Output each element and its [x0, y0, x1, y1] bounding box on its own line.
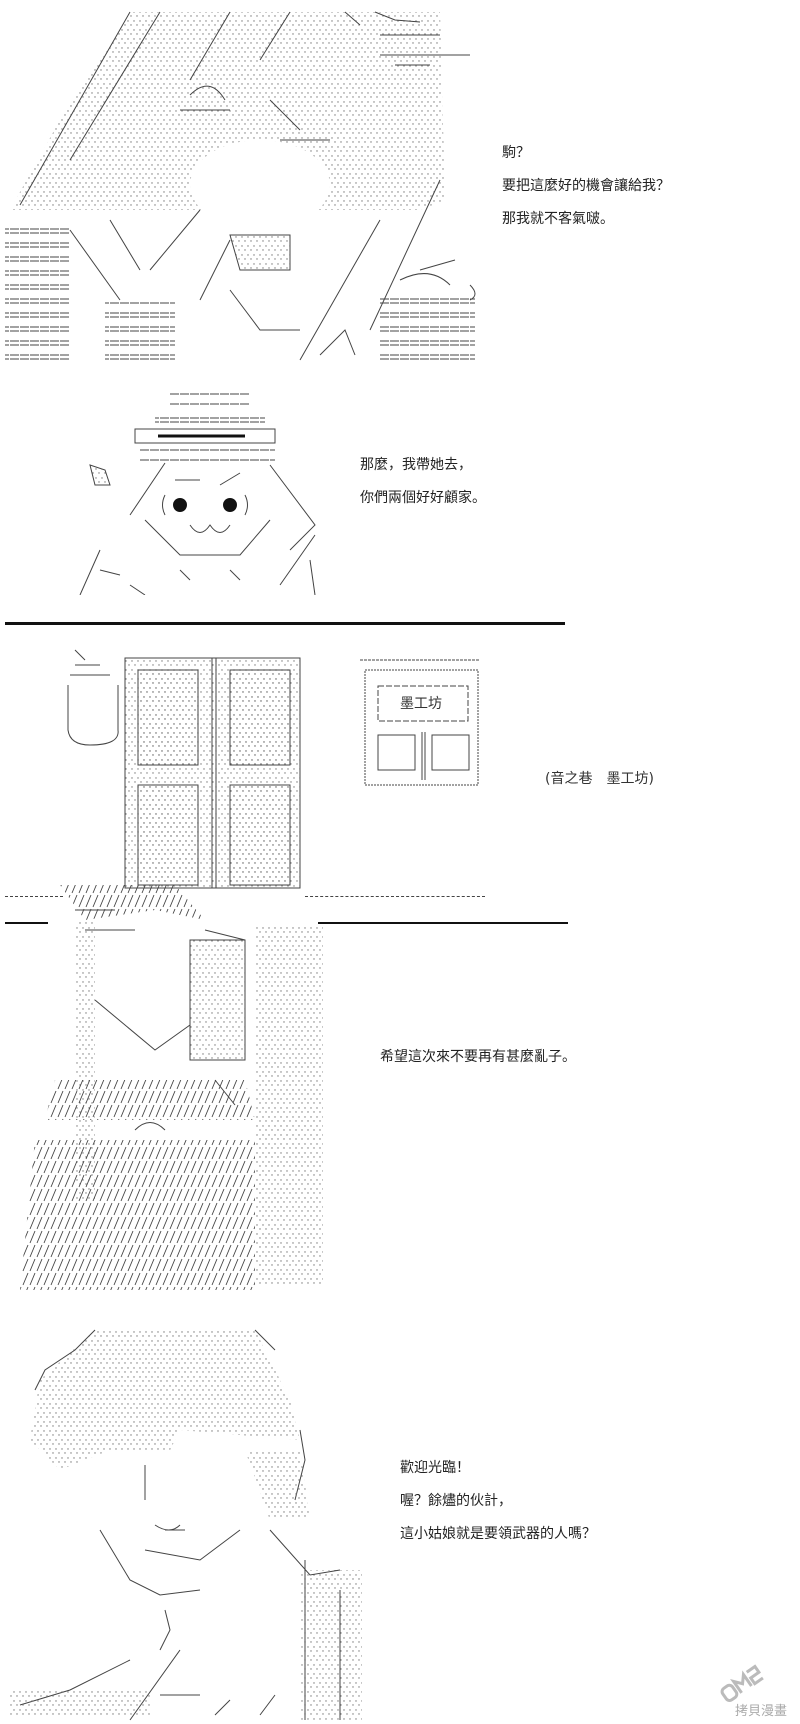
dialogue-line: 你們兩個好好顧家。: [360, 490, 486, 506]
ascii-art-panel-5-girl: [10, 1329, 362, 1721]
location-caption: (音之巷 墨工坊): [545, 771, 654, 787]
ascii-art-panel-4-figure: [20, 885, 323, 1290]
panel-divider-left: [5, 922, 48, 924]
shop-sign-text: 墨工坊: [400, 696, 442, 712]
panel-divider-thin-right: [305, 896, 485, 897]
panel-divider: [5, 622, 565, 625]
panel-divider-right: [318, 922, 568, 924]
watermark-logo: [720, 1664, 764, 1703]
dialogue-line: 這小姑娘就是要領武器的人嗎？: [400, 1526, 596, 1542]
ascii-art-panel-3-shop: [67, 649, 480, 889]
dialogue-line: 那麼，我帶她去，: [360, 457, 472, 473]
dialogue-line: 歡迎光臨！: [400, 1460, 470, 1476]
dialogue-line: 希望這次來不要再有甚麼亂子。: [380, 1049, 576, 1065]
watermark-text: 拷貝漫畫: [735, 1704, 788, 1719]
dialogue-panel-1: 駒？ 要把這麼好的機會讓給我？ 那我就不客氣啵。: [502, 146, 670, 245]
ascii-art-panel-1: [5, 11, 476, 361]
dialogue-line: 要把這麼好的機會讓給我？: [502, 178, 670, 194]
dialogue-panel-5: 歡迎光臨！ 喔？餘燼的伙計， 這小姑娘就是要領武器的人嗎？: [400, 1461, 596, 1560]
dialogue-line: 駒？: [502, 145, 530, 161]
ascii-art-panel-2: [79, 393, 316, 595]
dialogue-panel-2: 那麼，我帶她去， 你們兩個好好顧家。: [360, 458, 486, 524]
dialogue-line: 那我就不客氣啵。: [502, 211, 614, 227]
panel-divider-thin-left: [5, 896, 63, 897]
dialogue-line: 喔？餘燼的伙計，: [400, 1493, 512, 1509]
dialogue-panel-4: 希望這次來不要再有甚麼亂子。: [380, 1050, 576, 1083]
